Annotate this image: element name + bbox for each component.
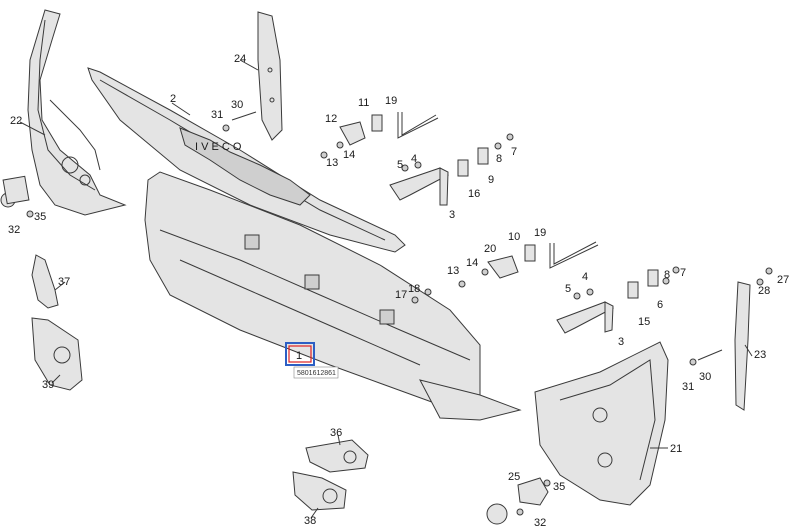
callout-24: 24	[234, 53, 246, 65]
callout-7b: 7	[680, 267, 686, 279]
callout-38: 38	[304, 515, 316, 527]
callout-3a: 3	[449, 209, 455, 221]
lamp-32-right[interactable]	[486, 503, 508, 525]
callout-15: 15	[638, 316, 650, 328]
fasteners	[26, 111, 773, 516]
lamp-bracket-25[interactable]	[517, 477, 549, 506]
callout-labels: 2 24 22 31 30 11 19 12 14 13 5 4 3 16 9 …	[8, 53, 789, 528]
plate-16[interactable]	[457, 159, 469, 177]
callout-4b: 4	[582, 271, 588, 283]
callout-35b: 35	[553, 481, 565, 493]
hinge-20[interactable]	[487, 255, 519, 279]
callout-27: 27	[777, 274, 789, 286]
callout-3b: 3	[618, 336, 624, 348]
callout-8a: 8	[496, 153, 502, 165]
fog-lamp-cover-36[interactable]	[305, 439, 369, 473]
right-vertical-bracket[interactable]	[734, 281, 751, 411]
callout-5b: 5	[565, 283, 571, 295]
callout-31b: 31	[682, 381, 694, 393]
callout-17: 17	[395, 289, 407, 301]
callout-10: 10	[508, 231, 520, 243]
callout-30a: 30	[231, 99, 243, 111]
selection-highlight	[285, 342, 315, 366]
callout-16: 16	[468, 188, 480, 200]
callout-23: 23	[754, 349, 766, 361]
callout-25: 25	[508, 471, 520, 483]
hinge-12[interactable]	[339, 121, 366, 146]
plate-6[interactable]	[647, 269, 659, 287]
callout-19a: 19	[385, 95, 397, 107]
front-grille[interactable]: I V E C O	[87, 67, 406, 253]
callout-35a: 35	[34, 211, 46, 223]
callout-19b: 19	[534, 227, 546, 239]
callout-6: 6	[657, 299, 663, 311]
callout-2: 2	[170, 93, 176, 105]
callout-32a: 32	[8, 224, 20, 236]
callout-5a: 5	[397, 159, 403, 171]
angle-bracket-upper[interactable]	[397, 112, 439, 139]
callout-7a: 7	[511, 146, 517, 158]
callout-8b: 8	[664, 269, 670, 281]
svg-text:I V E C O: I V E C O	[195, 141, 242, 153]
angle-bracket-lower[interactable]	[549, 241, 599, 269]
callout-11: 11	[358, 97, 369, 109]
front-bumper[interactable]	[144, 171, 522, 421]
callout-30b: 30	[699, 371, 711, 383]
plate-15[interactable]	[627, 281, 639, 299]
callout-14: 14	[343, 149, 355, 161]
upper-mount-bracket[interactable]	[389, 167, 449, 206]
callout-31a: 31	[211, 109, 223, 121]
callout-20: 20	[484, 243, 496, 255]
left-lamp-housing-39[interactable]	[31, 317, 83, 391]
callout-36: 36	[330, 427, 342, 439]
callout-13b: 13	[447, 265, 459, 277]
callout-18: 18	[408, 283, 420, 295]
plate-10[interactable]	[524, 244, 536, 262]
left-mount-plate[interactable]	[2, 175, 30, 205]
callout-14b: 14	[466, 257, 478, 269]
callout-32b: 32	[534, 517, 546, 528]
callout-9: 9	[488, 174, 494, 186]
fog-lamp-cover-38[interactable]	[292, 471, 347, 511]
callout-37: 37	[58, 276, 70, 288]
callout-22: 22	[10, 115, 22, 127]
callout-28: 28	[758, 285, 770, 297]
callout-1: 1	[296, 350, 302, 362]
selected-part-number: 5801612861	[297, 370, 336, 377]
callout-12: 12	[325, 113, 337, 125]
lower-mount-bracket[interactable]	[556, 301, 614, 334]
plate-11[interactable]	[371, 114, 383, 132]
upper-bracket[interactable]	[257, 11, 283, 141]
callout-21: 21	[670, 443, 682, 455]
callout-13a: 13	[326, 157, 338, 169]
left-lamp-grille-37[interactable]	[31, 254, 59, 309]
left-side-panel[interactable]	[27, 9, 127, 216]
plate-9[interactable]	[477, 147, 489, 165]
callout-4a: 4	[411, 153, 417, 165]
leader-lines	[19, 59, 753, 519]
right-side-panel[interactable]	[534, 341, 669, 506]
selected-callout[interactable]: 1 5801612861	[285, 342, 339, 379]
callout-39: 39	[42, 379, 54, 391]
